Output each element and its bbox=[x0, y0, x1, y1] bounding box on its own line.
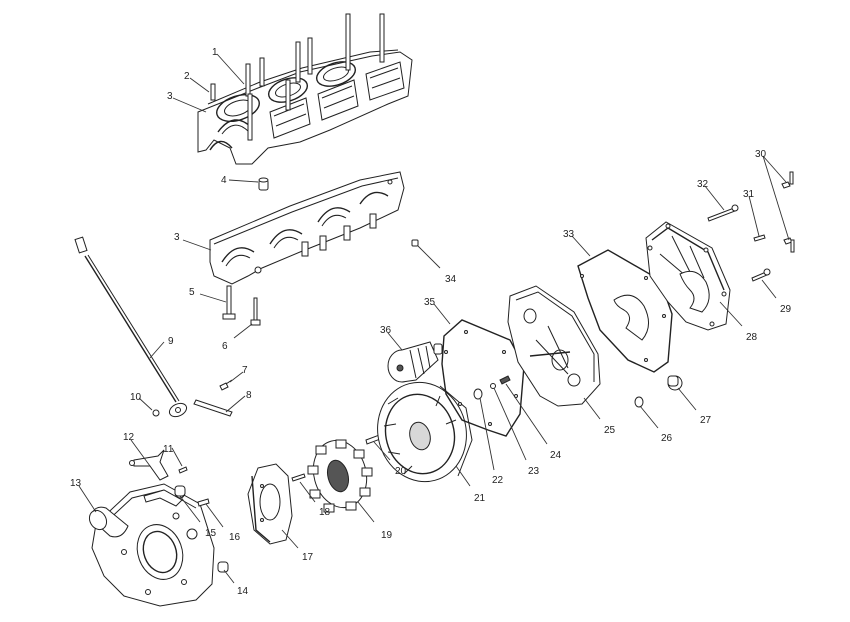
callout-22[interactable]: 22 bbox=[492, 475, 504, 486]
washer-plug-spring bbox=[473, 375, 511, 400]
callout-36[interactable]: 36 bbox=[380, 325, 392, 336]
outer-cover bbox=[645, 221, 731, 331]
callout-28[interactable]: 28 bbox=[746, 332, 758, 343]
small-fasteners-7-8 bbox=[193, 379, 233, 417]
cover-gasket bbox=[441, 319, 525, 437]
callout-32[interactable]: 32 bbox=[697, 179, 709, 190]
callout-30[interactable]: 30 bbox=[755, 149, 767, 160]
callout-19[interactable]: 19 bbox=[381, 530, 393, 541]
callout-16[interactable]: 16 bbox=[229, 532, 241, 543]
callout-15[interactable]: 15 bbox=[205, 528, 217, 539]
chaincase-gasket bbox=[577, 249, 673, 373]
callout-9[interactable]: 9 bbox=[168, 336, 174, 347]
callout-27[interactable]: 27 bbox=[700, 415, 712, 426]
callout-20[interactable]: 20 bbox=[395, 466, 407, 477]
stator-plate bbox=[247, 463, 293, 545]
callout-18[interactable]: 18 bbox=[319, 507, 331, 518]
dowel-pin bbox=[258, 177, 269, 191]
callout-6[interactable]: 6 bbox=[222, 341, 228, 352]
bushings-14-15-16 bbox=[174, 485, 229, 573]
callout-29[interactable]: 29 bbox=[780, 304, 792, 315]
callout-31[interactable]: 31 bbox=[743, 189, 755, 200]
callout-7[interactable]: 7 bbox=[242, 365, 248, 376]
seal-and-plug bbox=[634, 375, 683, 408]
lower-crankcase bbox=[209, 171, 405, 285]
cover-fasteners bbox=[707, 171, 795, 282]
leader-lines bbox=[78, 53, 790, 584]
callout-14[interactable]: 14 bbox=[237, 586, 249, 597]
bracket-12 bbox=[129, 449, 188, 481]
fitting-34 bbox=[411, 239, 419, 247]
callout-23[interactable]: 23 bbox=[528, 466, 540, 477]
magneto-cover bbox=[88, 483, 215, 607]
upper-crankcase bbox=[197, 13, 413, 165]
callout-21[interactable]: 21 bbox=[474, 493, 486, 504]
callout-10[interactable]: 10 bbox=[130, 392, 142, 403]
chaincase-cover bbox=[507, 285, 601, 407]
callout-35[interactable]: 35 bbox=[424, 297, 436, 308]
callout-13[interactable]: 13 bbox=[70, 478, 82, 489]
crankcase-bolts bbox=[222, 285, 261, 326]
callout-5[interactable]: 5 bbox=[189, 287, 195, 298]
callout-2[interactable]: 2 bbox=[184, 71, 190, 82]
callout-33[interactable]: 33 bbox=[563, 229, 575, 240]
callout-4[interactable]: 4 bbox=[221, 175, 227, 186]
screw-18 bbox=[291, 473, 306, 482]
callout-1[interactable]: 1 bbox=[212, 47, 218, 58]
callout-8[interactable]: 8 bbox=[246, 390, 252, 401]
callout-11[interactable]: 11 bbox=[163, 444, 174, 455]
callout-25[interactable]: 25 bbox=[604, 425, 616, 436]
callout-17[interactable]: 17 bbox=[302, 552, 314, 563]
sensor-harness bbox=[74, 236, 188, 418]
starter-drive bbox=[387, 341, 443, 383]
callout-12[interactable]: 12 bbox=[123, 432, 135, 443]
callout-24[interactable]: 24 bbox=[550, 450, 562, 461]
flywheel bbox=[377, 381, 473, 483]
callout-3-upper[interactable]: 3 bbox=[167, 91, 173, 102]
callout-26[interactable]: 26 bbox=[661, 433, 673, 444]
callout-3-lower[interactable]: 3 bbox=[174, 232, 180, 243]
stator bbox=[307, 439, 373, 513]
callout-34[interactable]: 34 bbox=[445, 274, 457, 285]
